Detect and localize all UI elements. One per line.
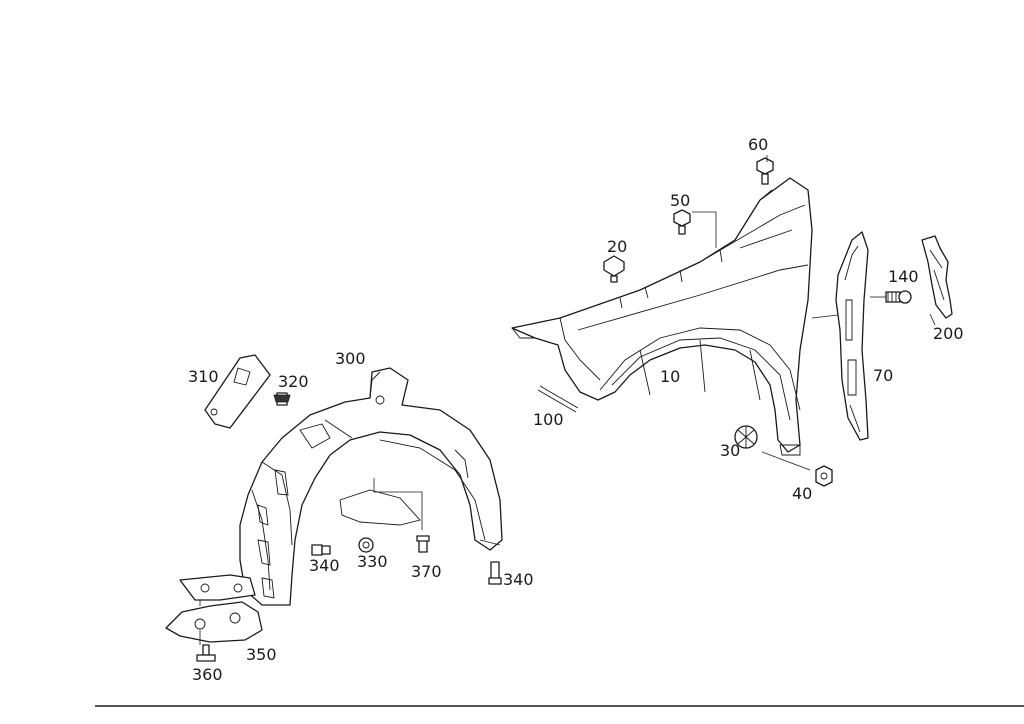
callout-140: 140 — [888, 267, 919, 286]
nut-330 — [358, 537, 374, 553]
fastener-50 — [673, 209, 691, 235]
callout-310: 310 — [188, 367, 219, 386]
screw-340-left — [311, 544, 331, 556]
callout-300: 300 — [335, 349, 366, 368]
screw-370 — [416, 535, 430, 553]
callout-340-left: 340 — [309, 556, 340, 575]
clip-320 — [273, 392, 291, 406]
callout-70: 70 — [873, 366, 893, 385]
screw-140 — [885, 290, 912, 304]
screw-340-right — [488, 561, 502, 585]
fastener-100 — [537, 385, 579, 413]
callout-330: 330 — [357, 552, 388, 571]
callout-370: 370 — [411, 562, 442, 581]
callout-200: 200 — [933, 324, 964, 343]
callout-340-right: 340 — [503, 570, 534, 589]
fender-support-strip — [835, 231, 869, 441]
bracket-part-310 — [204, 354, 271, 429]
callout-100: 100 — [533, 410, 564, 429]
nut-40 — [815, 465, 833, 487]
fastener-20 — [603, 255, 625, 283]
seal-part — [921, 235, 953, 319]
callout-350: 350 — [246, 645, 277, 664]
callout-360: 360 — [192, 665, 223, 684]
leader-lines — [199, 155, 936, 645]
callout-30: 30 — [720, 441, 740, 460]
callout-20: 20 — [607, 237, 627, 256]
callout-10: 10 — [660, 367, 680, 386]
lower-plate-part-350 — [165, 574, 263, 643]
callout-50: 50 — [670, 191, 690, 210]
callout-60: 60 — [748, 135, 768, 154]
fender-part — [511, 177, 813, 456]
fastener-60 — [756, 157, 774, 185]
callout-40: 40 — [792, 484, 812, 503]
callout-320: 320 — [278, 372, 309, 391]
clip-30 — [734, 425, 758, 449]
wheel-liner-part — [239, 367, 503, 606]
screw-360 — [196, 644, 216, 662]
callout-labels: 10 20 30 40 50 60 70 100 140 200 300 310… — [188, 135, 964, 684]
